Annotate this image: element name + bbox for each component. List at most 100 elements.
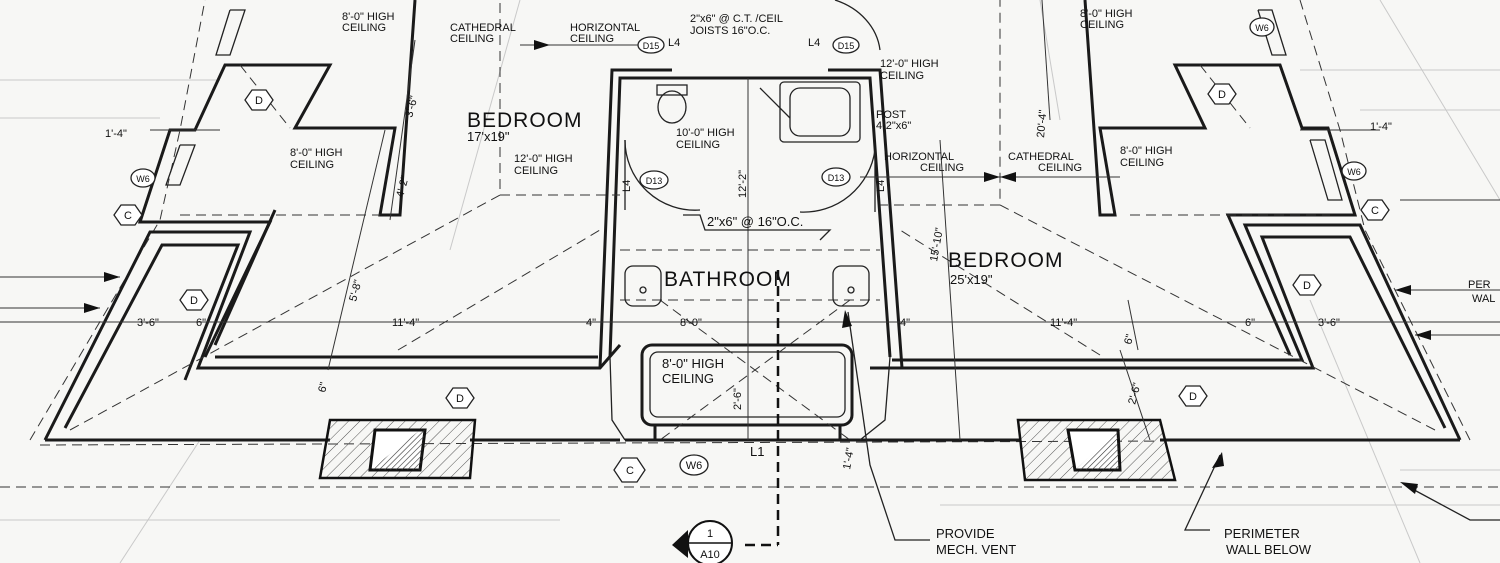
dim-2: 1'-4" [1370,121,1392,133]
tag-w6-top-right: W6 [1255,23,1269,33]
fixtures [624,81,870,307]
dim-16: 3'-6" [403,94,420,118]
dim-15: 4'-2" [394,174,411,198]
note-vent-1: PROVIDE [936,526,995,541]
tag-d-5: D [1303,280,1311,292]
tag-d-4: D [1218,89,1226,101]
ceiling-bath-bottom-1: 8'-0" HIGH [662,356,724,371]
ceiling-right-2: CEILING [1120,157,1164,169]
tag-w6-left: W6 [136,174,150,184]
dim-5: 11'-4" [392,317,419,329]
tag-c-right: C [1371,205,1379,217]
dim-25: L4 [668,37,680,49]
dim-19: 2'-6" [732,388,744,410]
ceiling-notes: 8'-0" HIGH CEILING 8'-0" HIGH CEILING 12… [290,8,1173,386]
cathedral-left-1: CATHEDRAL [450,22,516,34]
section-number: 1 [707,528,713,540]
dim-3: 3'-6" [137,317,159,329]
ceiling-far-right-2: CEILING [1080,19,1124,31]
ceiling-bath-top-2: CEILING [676,139,720,151]
ceiling-hip-lines [69,0,1436,441]
dim-17: 5'-8" [347,278,364,302]
bedroom-left-name: BEDROOM [467,109,583,132]
dim-23: L4 [875,180,887,192]
callout-notes: PROVIDE MECH. VENT PERIMETER WALL BELOW … [936,279,1495,557]
joists-1: 2"x6" @ C.T. /CEIL [690,13,783,25]
ceiling-top-right-2: CEILING [880,70,924,82]
ceiling-bed-left-1: 12'-0" HIGH [514,153,573,165]
dim-7: 8'-0" [680,317,702,329]
bathroom-name: BATHROOM [664,268,792,291]
cathedral-right-2: CEILING [1038,162,1082,174]
windows [165,9,1343,201]
door-swings [624,0,881,213]
dim-21: 2'-6" [1126,381,1143,405]
post-2: 4-2"x6" [876,120,911,132]
horizontal-right-2: CEILING [920,162,964,174]
dim-9: 11'-4" [1050,317,1077,329]
beam-spec: 2"x6" @ 16"O.C. [707,214,803,229]
dim-4: 6" [196,317,206,329]
dim-18: 6" [316,381,330,394]
horizontal-right-1: HORIZONTAL [884,151,954,163]
ceiling-top-left-2: CEILING [342,22,386,34]
note-edge-2: WAL [1472,293,1495,305]
horizontal-left-1: HORIZONTAL [570,22,640,34]
note-edge-1: PER [1468,279,1491,291]
dim-6: 4" [586,317,596,329]
cathedral-left-2: CEILING [450,33,494,45]
dimension-text: 1'-4" 1'-4" 3'-6" 6" 11'-4" 4" 8'-0" 4" … [105,37,1392,471]
dim-22: L4 [621,180,633,192]
bedroom-left-size: 17'x19" [467,129,510,144]
dim-13: 15'-10" [928,227,946,263]
note-wall-1: PERIMETER [1224,526,1300,541]
joists-2: JOISTS 16"O.C. [690,25,770,37]
dim-10: 6" [1245,317,1255,329]
ceiling-bed-left-2: CEILING [514,165,558,177]
cathedral-right-1: CATHEDRAL [1008,151,1074,163]
tag-d-6: D [1189,391,1197,403]
dimension-lines [0,0,1500,547]
room-labels: BEDROOM 17'x19" BEDROOM 25'x19" BATHROOM [467,109,1064,291]
tag-d13-left: D13 [646,176,663,186]
ceiling-top-left-1: 8'-0" HIGH [342,11,395,23]
section-sheet: A10 [700,549,720,561]
dim-14: 20'-4" [1035,109,1049,138]
bedroom-right-size: 25'x19" [950,272,993,287]
ceiling-bath-top-1: 10'-0" HIGH [676,127,735,139]
dim-1: 1'-4" [105,128,127,140]
dim-27: 1'-4" [841,447,857,471]
tag-d15-left: D15 [643,41,660,51]
tag-c-bottom: C [626,465,634,477]
dim-12: 12'-2" [737,170,749,198]
dim-24: L1 [750,444,764,459]
walls [43,0,1462,442]
framing-notes: CATHEDRAL CEILING HORIZONTAL CEILING 2"x… [450,13,1082,229]
note-vent-2: MECH. VENT [936,542,1016,557]
tag-d-2: D [190,295,198,307]
tags: D D D D D D C C C W6 W6 W6 W6 D13 D13 D1… [113,17,1390,483]
tag-d15-right: D15 [838,41,855,51]
horizontal-left-2: CEILING [570,33,614,45]
ceiling-left-2: CEILING [290,159,334,171]
ceiling-right-1: 8'-0" HIGH [1120,145,1173,157]
bedroom-right-name: BEDROOM [948,249,1064,272]
post-1: POST [876,109,906,121]
column-blocks [318,418,1177,482]
dim-11: 3'-6" [1318,317,1340,329]
tag-w6-right: W6 [1347,167,1361,177]
section-marker: 1 A10 [672,520,733,563]
tag-c-left: C [124,210,132,222]
ceiling-left-1: 8'-0" HIGH [290,147,343,159]
ceiling-bath-bottom-2: CEILING [662,371,714,386]
dim-8: 4" [900,317,910,329]
dim-20: 6" [1122,333,1136,346]
tag-d-3: D [456,393,464,405]
tag-d-1: D [255,95,263,107]
ceiling-far-right-1: 8'-0" HIGH [1080,8,1133,20]
ceiling-top-right-1: 12'-0" HIGH [880,58,939,70]
tag-w6-bottom: W6 [686,460,703,472]
tag-d13-right: D13 [828,173,845,183]
dim-26: L4 [808,37,820,49]
